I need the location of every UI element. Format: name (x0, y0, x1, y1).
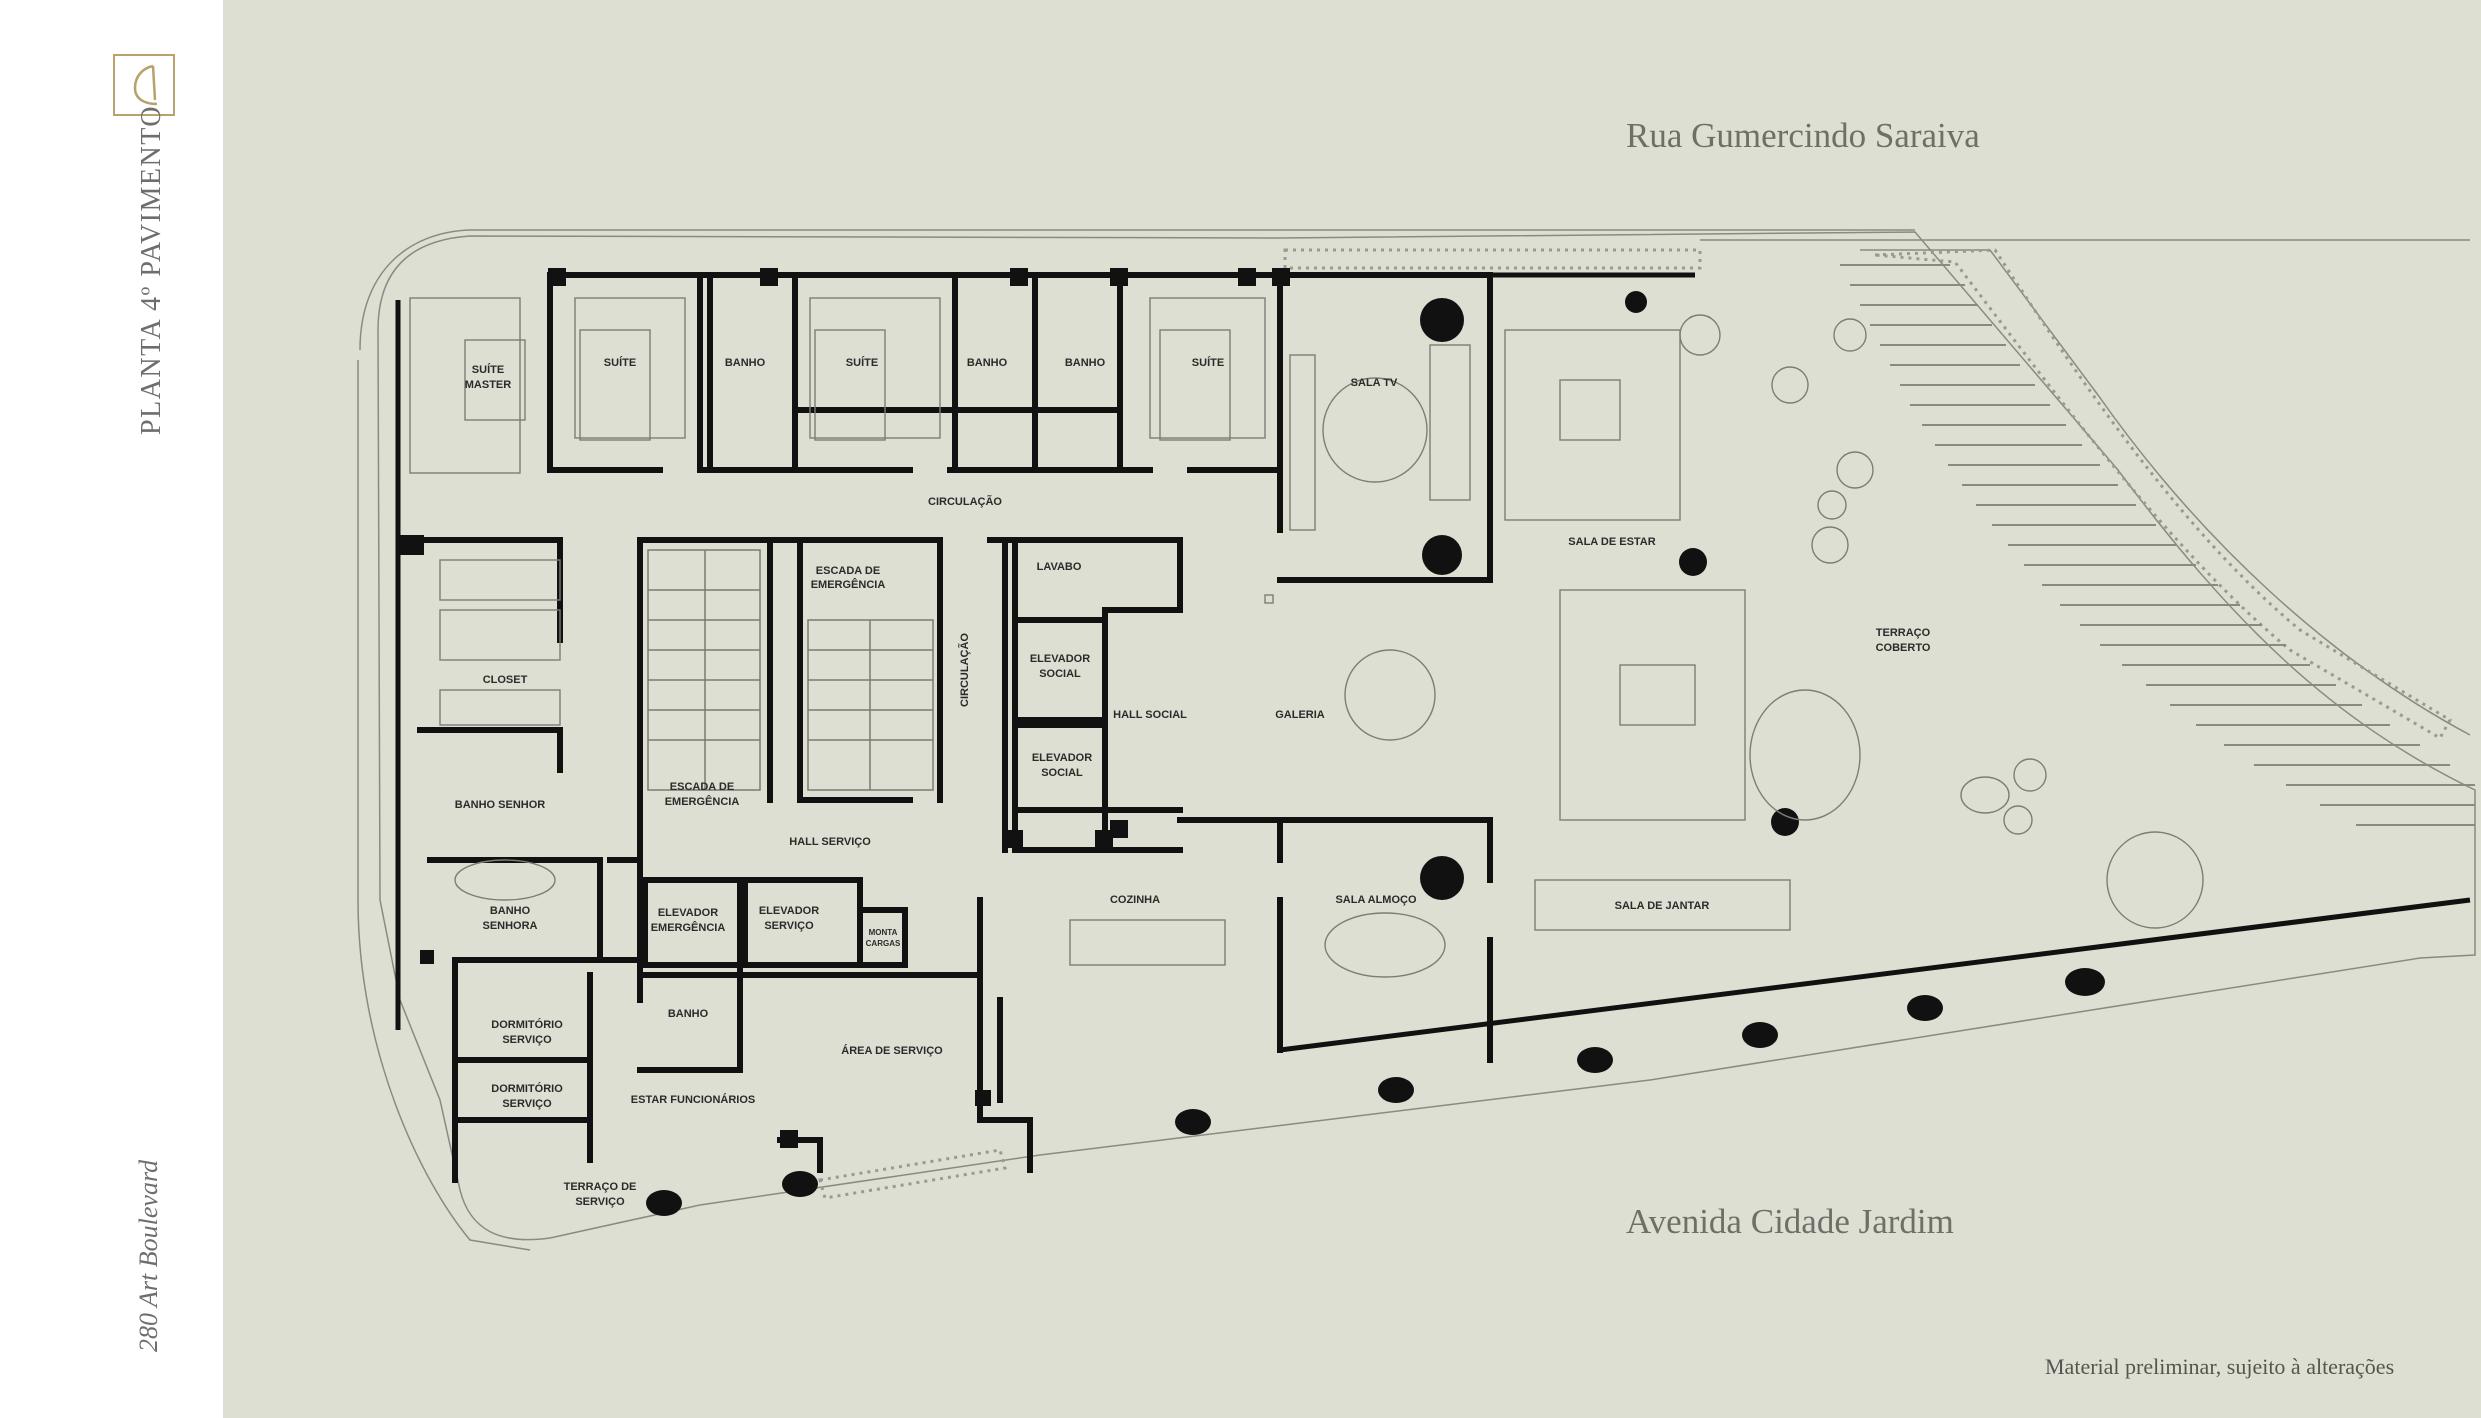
room-label: BANHO SENHOR (455, 799, 546, 811)
room-label: BANHO (725, 357, 766, 369)
street-name-bottom: Avenida Cidade Jardim (1626, 1202, 1954, 1241)
room-labels: SUÍTE MASTER SUÍTE BANHO SUÍTE BANHO BAN… (455, 356, 1931, 1208)
room-label: CARGAS (866, 939, 901, 948)
room-label: SUÍTE (604, 356, 636, 369)
room-label: SOCIAL (1039, 668, 1081, 680)
room-label: SENHORA (482, 920, 537, 932)
room-label: SALA DE ESTAR (1568, 536, 1655, 548)
room-label: GALERIA (1275, 709, 1325, 721)
street-name-top: Rua Gumercindo Saraiva (1626, 116, 1980, 155)
room-label: ELEVADOR (658, 907, 718, 919)
site-outline (357, 229, 2476, 1251)
room-label: HALL SOCIAL (1113, 709, 1187, 721)
room-label: SERVIÇO (502, 1098, 552, 1110)
columns (398, 268, 2105, 1216)
room-label: CIRCULAÇÃO (928, 495, 1002, 508)
room-label: EMERGÊNCIA (811, 578, 886, 591)
room-label: ESCADA DE (670, 781, 734, 793)
room-label: SERVIÇO (502, 1034, 552, 1046)
room-label: LAVABO (1037, 561, 1082, 573)
sidebar: PLANTA 4º PAVIMENTO 280 Art Boulevard (0, 0, 223, 1418)
room-label: SALA DE JANTAR (1615, 900, 1710, 912)
room-label: ELEVADOR (1030, 653, 1090, 665)
room-label: CIRCULAÇÃO (958, 633, 971, 707)
room-label: CLOSET (483, 674, 528, 686)
room-label: SERVIÇO (575, 1196, 625, 1208)
room-label: EMERGÊNCIA (651, 921, 726, 934)
room-label: ÁREA DE SERVIÇO (841, 1044, 943, 1057)
room-label: HALL SERVIÇO (789, 836, 871, 848)
room-label: SUÍTE (1192, 356, 1224, 369)
room-label: EMERGÊNCIA (665, 795, 740, 808)
monogram-logo-icon (113, 54, 175, 116)
room-label: DORMITÓRIO (491, 1018, 563, 1031)
room-label: BANHO (967, 357, 1008, 369)
room-label: SOCIAL (1041, 767, 1083, 779)
room-label: ESCADA DE (816, 565, 880, 577)
room-label: SUÍTE (846, 356, 878, 369)
disclaimer-note: Material preliminar, sujeito à alteraçõe… (2045, 1354, 2395, 1379)
room-label: ELEVADOR (759, 905, 819, 917)
room-label: ELEVADOR (1032, 752, 1092, 764)
facade-windows (395, 272, 2471, 1053)
room-label: COBERTO (1876, 642, 1931, 654)
room-label: TERRAÇO DE (564, 1181, 637, 1193)
room-label: SALA TV (1351, 377, 1398, 389)
room-label: BANHO (1065, 357, 1106, 369)
room-label: MONTA (869, 928, 898, 937)
furniture (409, 297, 2204, 978)
room-label: SERVIÇO (764, 920, 814, 932)
planting-strips (818, 248, 2453, 1200)
room-label: BANHO (668, 1008, 709, 1020)
room-label: TERRAÇO (1876, 627, 1931, 639)
stairs (647, 549, 934, 791)
room-label: DORMITÓRIO (491, 1082, 563, 1095)
room-label: COZINHA (1110, 894, 1160, 906)
room-label: ESTAR FUNCIONÁRIOS (631, 1093, 755, 1106)
room-label: SUÍTE (472, 363, 504, 376)
room-label: MASTER (465, 379, 512, 391)
room-label: BANHO (490, 905, 531, 917)
room-label: SALA ALMOÇO (1335, 894, 1417, 906)
pergola-slats (1840, 264, 2475, 826)
